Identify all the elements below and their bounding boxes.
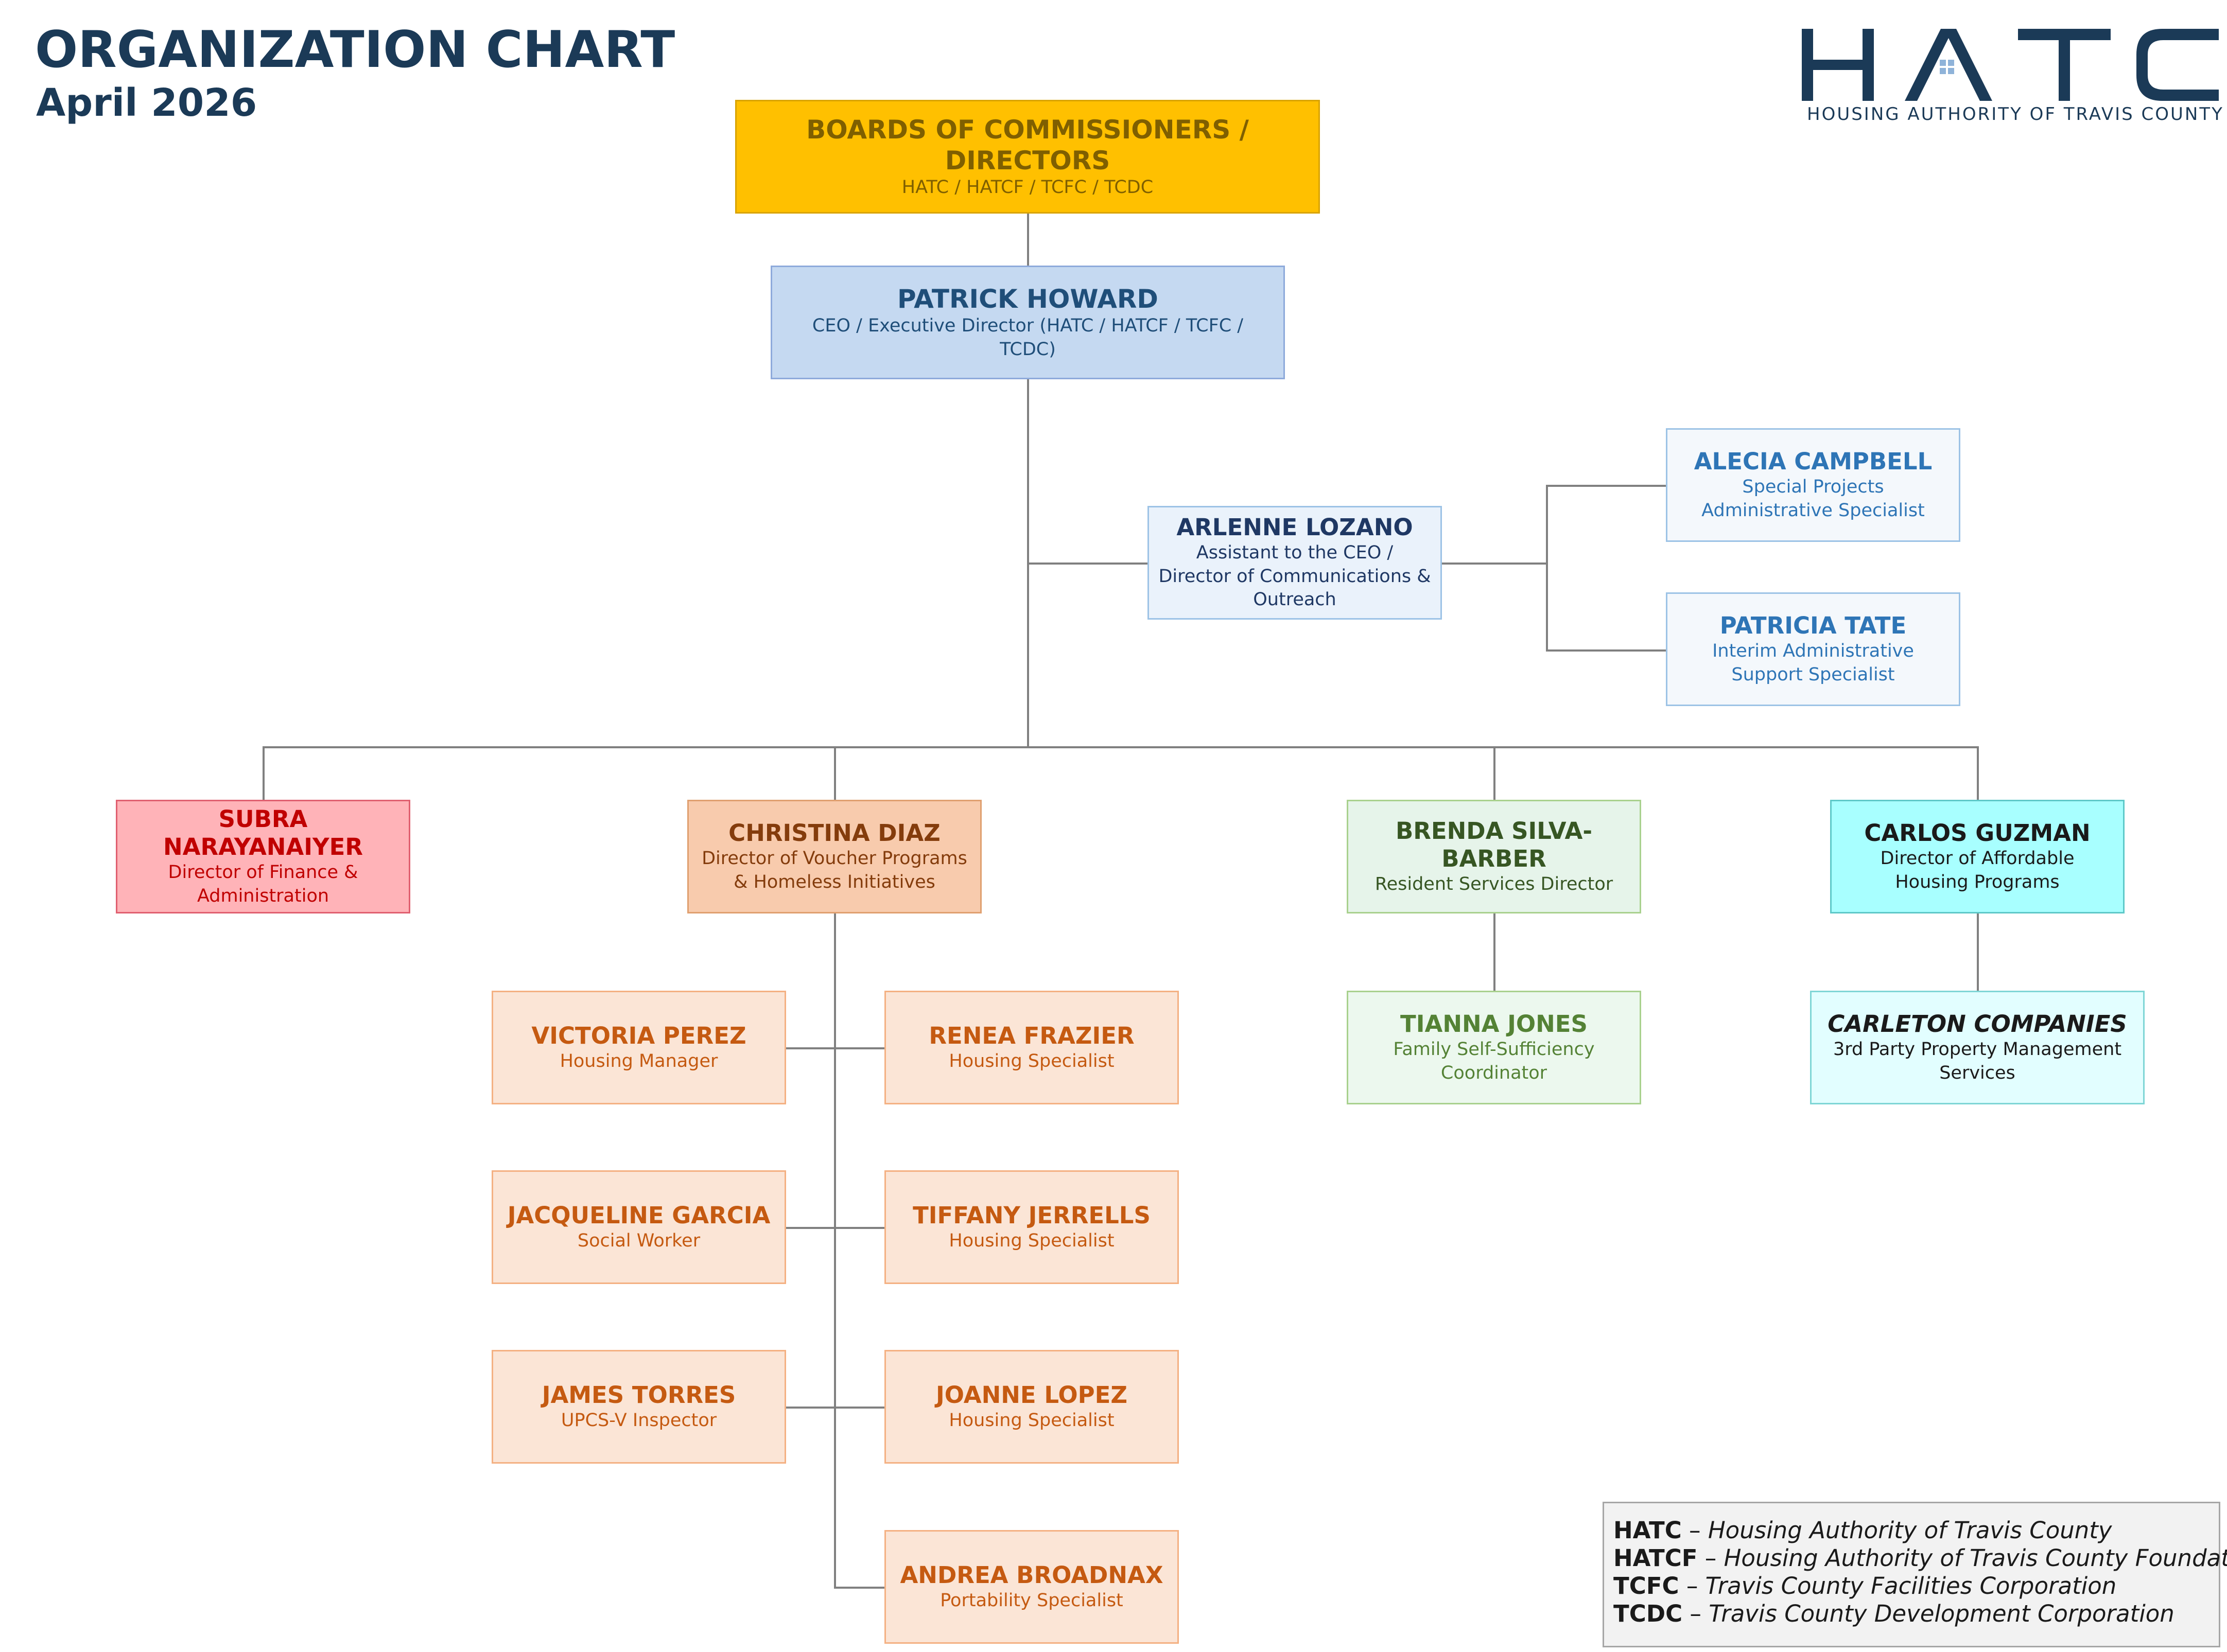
director-resident-box: BRENDA SILVA-BARBER Resident Services Di… xyxy=(1347,800,1641,913)
assistant-box: ARLENNE LOZANO Assistant to the CEO / Di… xyxy=(1147,506,1442,620)
hatc-logo-mark xyxy=(1802,29,2219,101)
legend-dash: – xyxy=(1686,1572,1706,1600)
ceo-box: PATRICK HOWARD CEO / Executive Director … xyxy=(771,266,1285,379)
person-role: Housing Manager xyxy=(560,1050,718,1071)
person-name: CHRISTINA DIAZ xyxy=(728,819,941,847)
legend-full: Housing Authority of Travis County Found… xyxy=(1724,1544,2227,1572)
person-role: Housing Specialist xyxy=(949,1230,1115,1251)
legend-dash: – xyxy=(1690,1600,1709,1627)
abbreviation-legend: HATC – Housing Authority of Travis Count… xyxy=(1603,1502,2227,1647)
assistant-name: ARLENNE LOZANO xyxy=(1176,514,1413,541)
person-name: ANDREA BROADNAX xyxy=(900,1561,1163,1589)
person-role: Director of Finance & Administration xyxy=(168,862,358,906)
person-role: UPCS-V Inspector xyxy=(561,1410,717,1431)
person-name: ALECIA CAMPBELL xyxy=(1694,448,1933,475)
voucher-staff-box: JAMES TORRES UPCS-V Inspector xyxy=(492,1350,786,1464)
connector xyxy=(1977,913,1979,991)
legend-row: TCDC – Travis County Development Corpora… xyxy=(1613,1600,2209,1628)
person-name: PATRICIA TATE xyxy=(1719,612,1907,639)
connector xyxy=(263,746,265,800)
page-date: April 2026 xyxy=(36,81,257,125)
board-role: HATC / HATCF / TCFC / TCDC xyxy=(901,177,1154,198)
person-name: BRENDA SILVA-BARBER xyxy=(1395,817,1593,872)
voucher-staff-box: VICTORIA PEREZ Housing Manager xyxy=(492,991,786,1104)
voucher-staff-box: JOANNE LOPEZ Housing Specialist xyxy=(884,1350,1179,1464)
voucher-staff-box: RENEA FRAZIER Housing Specialist xyxy=(884,991,1179,1104)
connector xyxy=(834,1587,884,1589)
connector xyxy=(1977,746,1979,800)
person-role: Resident Services Director xyxy=(1375,873,1613,894)
legend-dash: – xyxy=(1704,1544,1724,1572)
person-role: Housing Specialist xyxy=(949,1410,1115,1431)
legend-full: Travis County Development Corporation xyxy=(1709,1600,2174,1627)
person-role: Portability Specialist xyxy=(940,1590,1123,1611)
assistant-role: Assistant to the CEO / Director of Commu… xyxy=(1158,542,1431,610)
connector xyxy=(786,1047,884,1049)
connector xyxy=(1493,913,1495,991)
director-affordable-box: CARLOS GUZMAN Director of Affordable Hou… xyxy=(1830,800,2125,913)
voucher-staff-box: TIFFANY JERRELLS Housing Specialist xyxy=(884,1170,1179,1284)
connector xyxy=(834,746,836,800)
connector xyxy=(1441,563,1547,565)
page-title: ORGANIZATION CHART xyxy=(35,21,675,79)
ceo-name: PATRICK HOWARD xyxy=(897,284,1158,314)
logo-tagline: HOUSING AUTHORITY OF TRAVIS COUNTY xyxy=(1807,104,2224,125)
person-name: TIFFANY JERRELLS xyxy=(913,1201,1151,1229)
person-name: CARLOS GUZMAN xyxy=(1864,819,2091,847)
assistant-report-box: ALECIA CAMPBELL Special Projects Adminis… xyxy=(1666,428,1960,542)
person-role: Interim Administrative Support Specialis… xyxy=(1712,641,1914,685)
connector xyxy=(263,746,1978,748)
director-finance-box: SUBRA NARAYANAIYER Director of Finance &… xyxy=(116,800,410,913)
person-name: TIANNA JONES xyxy=(1400,1010,1588,1038)
person-role: Family Self-Sufficiency Coordinator xyxy=(1393,1039,1595,1083)
person-role: Director of Affordable Housing Programs xyxy=(1880,848,2075,892)
person-role: Director of Voucher Programs & Homeless … xyxy=(702,848,967,892)
ceo-role: CEO / Executive Director (HATC / HATCF /… xyxy=(812,315,1244,360)
voucher-staff-box: ANDREA BROADNAX Portability Specialist xyxy=(884,1530,1179,1644)
affordable-staff-box: CARLETON COMPANIES 3rd Party Property Ma… xyxy=(1810,991,2145,1104)
legend-abbr: TCDC xyxy=(1613,1600,1683,1627)
connector xyxy=(1493,746,1495,800)
connector xyxy=(1546,485,1548,651)
person-name: SUBRA NARAYANAIYER xyxy=(163,805,363,860)
legend-row: TCFC – Travis County Facilities Corporat… xyxy=(1613,1572,2209,1600)
person-name: JAMES TORRES xyxy=(542,1381,736,1409)
board-box: BOARDS OF COMMISSIONERS / DIRECTORS HATC… xyxy=(735,100,1320,214)
legend-row: HATCF – Housing Authority of Travis Coun… xyxy=(1613,1544,2227,1572)
legend-abbr: HATCF xyxy=(1613,1544,1698,1572)
connector xyxy=(1546,485,1666,487)
legend-row: HATC – Housing Authority of Travis Count… xyxy=(1613,1517,2209,1544)
assistant-report-box: PATRICIA TATE Interim Administrative Sup… xyxy=(1666,592,1960,706)
legend-abbr: TCFC xyxy=(1613,1572,1679,1600)
legend-full: Travis County Facilities Corporation xyxy=(1705,1572,2117,1600)
voucher-staff-box: JACQUELINE GARCIA Social Worker xyxy=(492,1170,786,1284)
person-role: Housing Specialist xyxy=(949,1050,1115,1071)
connector xyxy=(786,1227,884,1229)
connector xyxy=(1546,649,1666,652)
person-name: JACQUELINE GARCIA xyxy=(507,1201,771,1229)
person-name: CARLETON COMPANIES xyxy=(1828,1010,2127,1038)
connector xyxy=(1027,563,1147,565)
person-role: 3rd Party Property Management Services xyxy=(1833,1039,2122,1083)
person-name: JOANNE LOPEZ xyxy=(935,1381,1128,1409)
person-name: RENEA FRAZIER xyxy=(929,1022,1135,1049)
person-role: Social Worker xyxy=(577,1230,701,1251)
legend-abbr: HATC xyxy=(1613,1517,1682,1544)
resident-staff-box: TIANNA JONES Family Self-Sufficiency Coo… xyxy=(1347,991,1641,1104)
legend-full: Housing Authority of Travis County xyxy=(1708,1517,2112,1544)
person-name: VICTORIA PEREZ xyxy=(531,1022,746,1049)
legend-dash: – xyxy=(1689,1517,1708,1544)
hatc-logo xyxy=(1802,29,2219,101)
connector xyxy=(786,1407,884,1409)
connector xyxy=(834,913,836,1588)
connector xyxy=(1027,213,1029,266)
director-voucher-box: CHRISTINA DIAZ Director of Voucher Progr… xyxy=(687,800,982,913)
person-role: Special Projects Administrative Speciali… xyxy=(1701,477,1925,521)
board-name: BOARDS OF COMMISSIONERS / DIRECTORS xyxy=(806,114,1249,175)
